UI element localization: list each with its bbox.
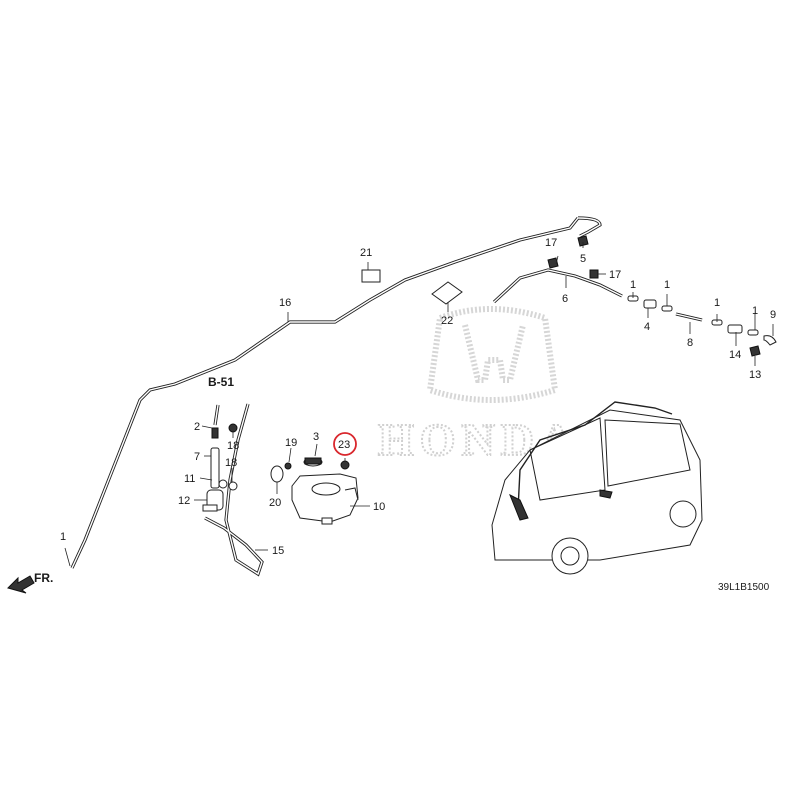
callout-12[interactable]: 12: [178, 495, 190, 507]
washer-hose-6: [492, 268, 623, 304]
direction-label: FR.: [34, 571, 53, 585]
washer-pump-assembly: [202, 423, 238, 512]
front-direction-arrow: FR.: [7, 571, 53, 594]
callout-11[interactable]: 11: [184, 473, 195, 485]
callout-16[interactable]: 16: [279, 297, 291, 309]
seal-21: [361, 269, 381, 283]
callout-18-b[interactable]: 18: [225, 457, 237, 469]
callout-17-b[interactable]: 17: [609, 269, 621, 281]
callout-15[interactable]: 15: [272, 545, 284, 557]
callout-3[interactable]: 3: [313, 431, 319, 443]
washer-hose-15: [204, 403, 264, 577]
callout-18-a[interactable]: 18: [227, 440, 239, 452]
highlight-ring-23: [333, 432, 357, 456]
callout-1-d[interactable]: 1: [714, 297, 720, 309]
leader-lines: [64, 242, 774, 567]
callout-1-c[interactable]: 1: [664, 279, 670, 291]
washer-hose-16: [70, 216, 602, 569]
washer-tank: [270, 457, 359, 525]
callout-9[interactable]: 9: [770, 309, 776, 321]
callout-20[interactable]: 20: [269, 497, 281, 509]
callout-17-a[interactable]: 17: [545, 237, 557, 249]
callout-21[interactable]: 21: [360, 247, 372, 259]
callout-7[interactable]: 7: [194, 451, 200, 463]
callout-23[interactable]: 23: [338, 439, 350, 451]
callout-10[interactable]: 10: [373, 501, 385, 513]
vehicle-outline: [491, 401, 703, 575]
callout-4[interactable]: 4: [644, 321, 650, 333]
callout-1-b[interactable]: 1: [630, 279, 636, 291]
callout-19[interactable]: 19: [285, 437, 297, 449]
callout-1-e[interactable]: 1: [752, 305, 758, 317]
diagram-code: 39L1B1500: [718, 582, 770, 593]
callout-1-a[interactable]: 1: [60, 531, 66, 543]
callout-6[interactable]: 6: [562, 293, 568, 305]
callout-22[interactable]: 22: [441, 315, 453, 327]
callout-labels: B-51 1 16 21 22 17 5 17 6 1 4 1 8 1 14 1…: [60, 237, 776, 593]
callout-2[interactable]: 2: [194, 421, 200, 433]
callout-14[interactable]: 14: [729, 349, 741, 361]
callout-5[interactable]: 5: [580, 253, 586, 265]
view-label: B-51: [208, 375, 234, 389]
callout-13[interactable]: 13: [749, 369, 761, 381]
callout-8[interactable]: 8: [687, 337, 693, 349]
pad-22: [431, 281, 463, 305]
